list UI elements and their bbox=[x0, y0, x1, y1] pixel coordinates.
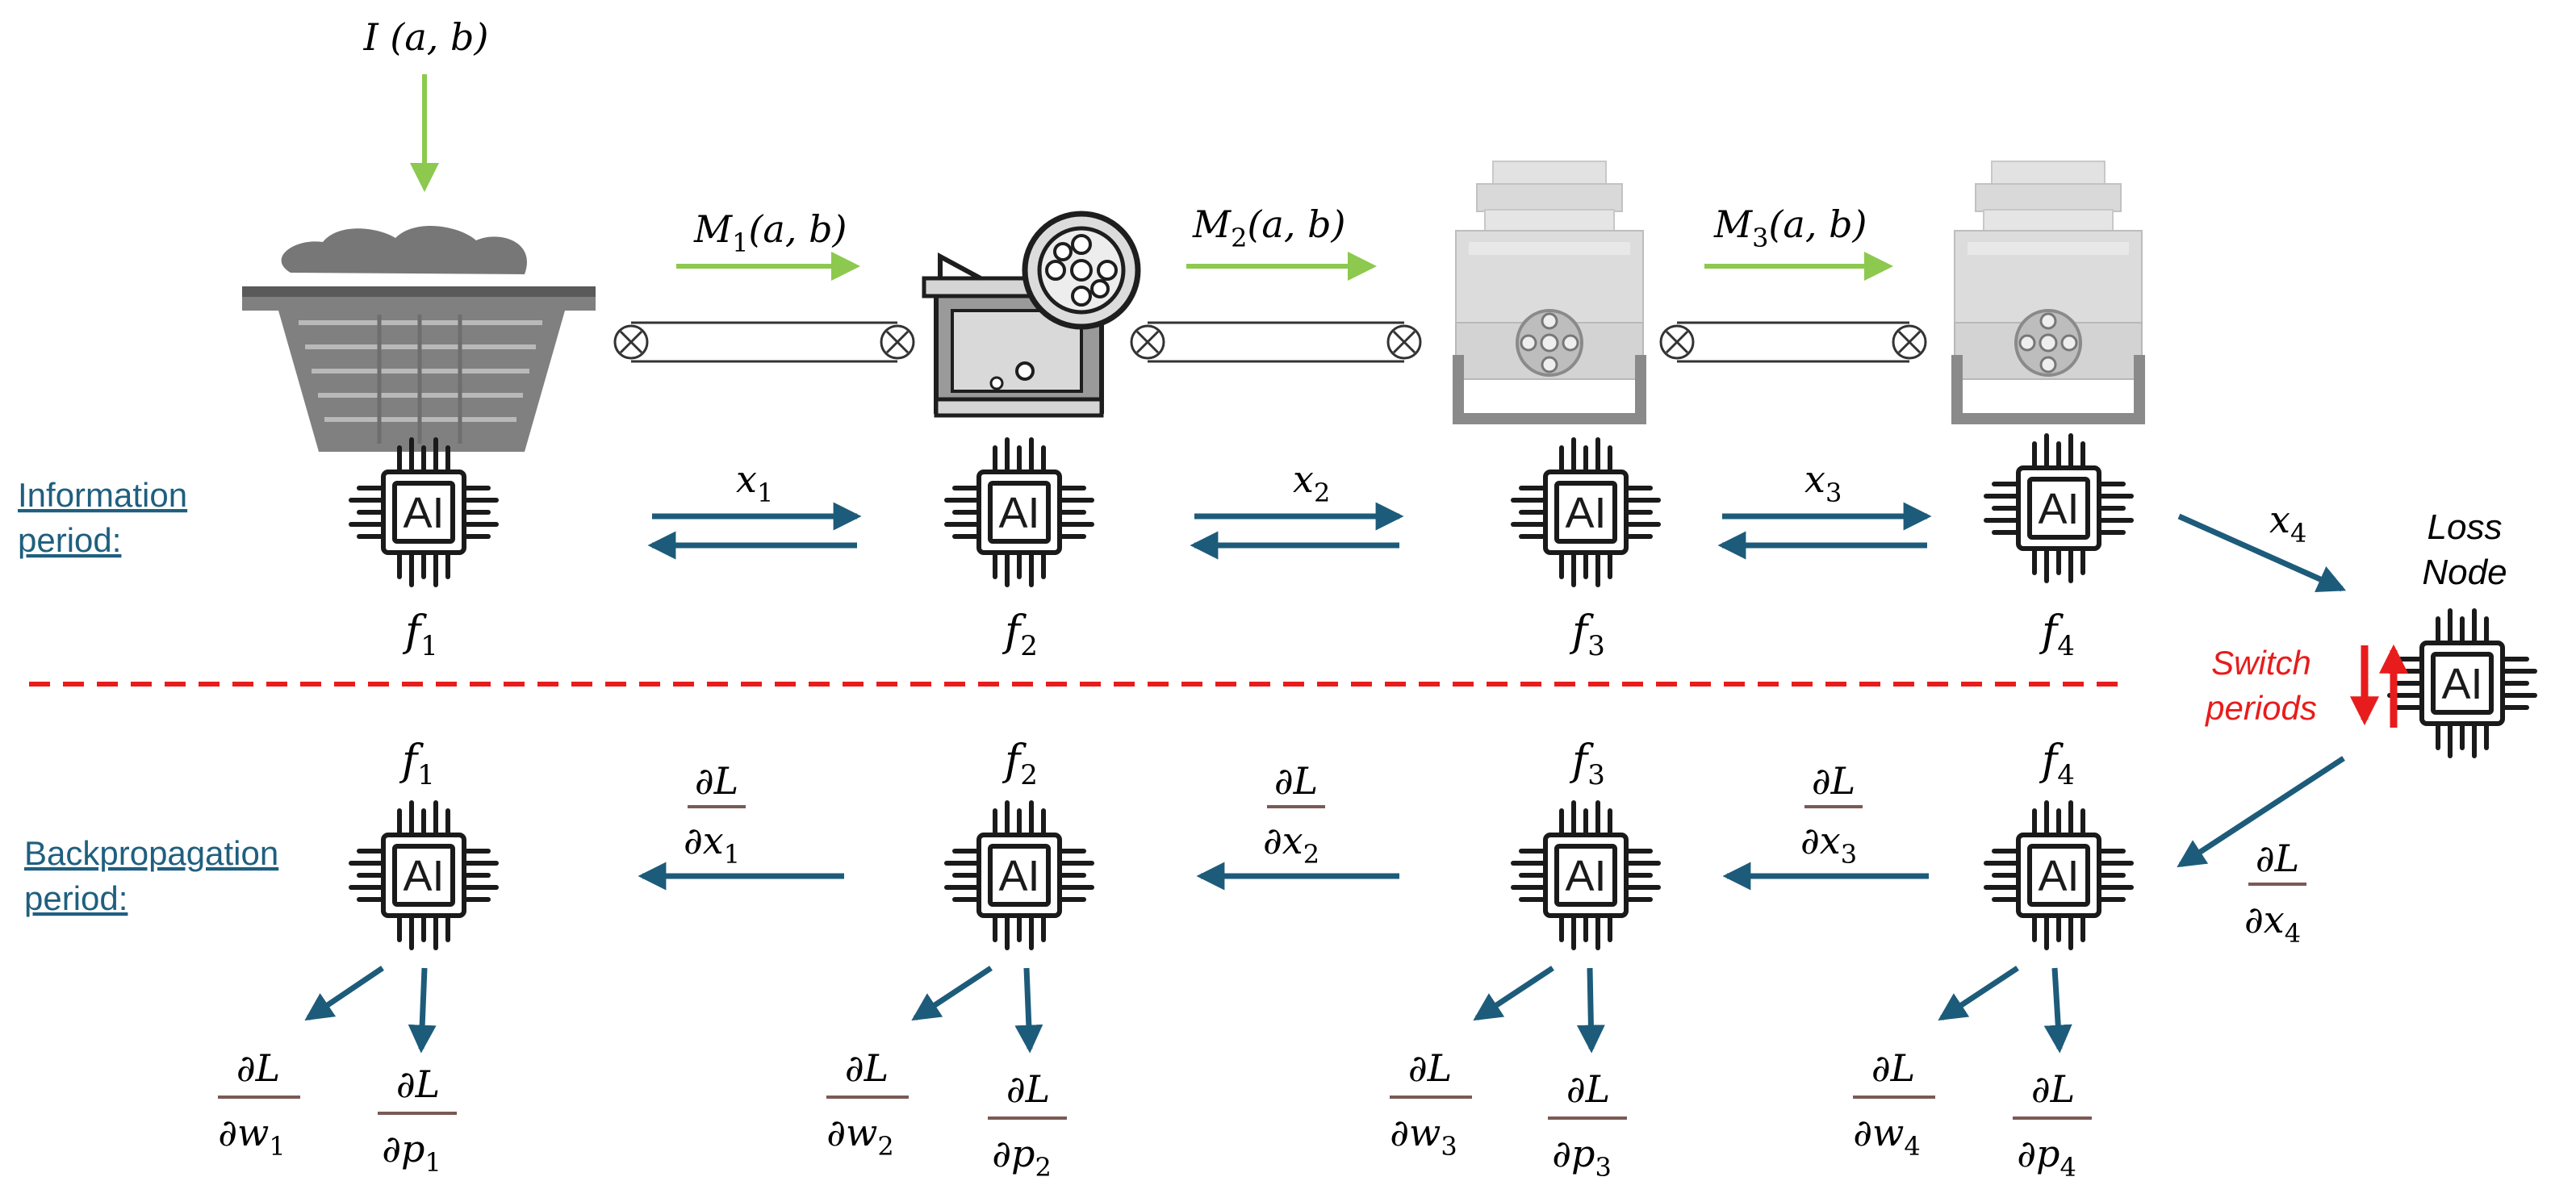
svg-text:∂w3: ∂w3 bbox=[1390, 1111, 1457, 1162]
conveyor-belt-2 bbox=[1130, 321, 1422, 363]
info-function-2: f2 bbox=[1002, 607, 1038, 662]
back-gradient-4: ∂L ∂x4 bbox=[2177, 756, 2345, 949]
loss-node-label: Loss Node bbox=[2422, 507, 2507, 592]
svg-text:∂p4: ∂p4 bbox=[2017, 1132, 2076, 1183]
svg-text:periods: periods bbox=[2204, 689, 2317, 727]
information-period-label: Information period: bbox=[18, 476, 187, 559]
svg-text:∂L: ∂L bbox=[396, 1062, 440, 1106]
svg-text:M1(a, b): M1(a, b) bbox=[693, 207, 847, 258]
svg-text:M2(a, b): M2(a, b) bbox=[1192, 202, 1345, 253]
back-gradient-3: ∂L ∂x3 bbox=[1722, 759, 1929, 891]
svg-text:∂L: ∂L bbox=[2031, 1067, 2075, 1111]
local-gradients-1: ∂L ∂w1 ∂L ∂p1 bbox=[218, 966, 457, 1178]
back-function-1: f1 bbox=[399, 737, 435, 791]
svg-text:period:: period: bbox=[18, 521, 121, 559]
svg-text:AI: AI bbox=[998, 489, 1039, 537]
info-function-4: f4 bbox=[2039, 607, 2075, 662]
svg-text:AI: AI bbox=[2038, 852, 2079, 900]
ai-chip-icon-loss-node: AI bbox=[2390, 611, 2535, 756]
svg-text:AI: AI bbox=[403, 489, 444, 537]
svg-text:∂L: ∂L bbox=[1408, 1046, 1452, 1090]
svg-text:AI: AI bbox=[1565, 489, 1606, 537]
svg-text:period:: period: bbox=[24, 879, 128, 917]
svg-text:∂w2: ∂w2 bbox=[826, 1111, 894, 1162]
svg-text:∂L: ∂L bbox=[2256, 837, 2299, 880]
svg-text:x2: x2 bbox=[1293, 457, 1330, 508]
svg-text:∂L: ∂L bbox=[1812, 759, 1855, 803]
svg-text:Loss: Loss bbox=[2428, 507, 2503, 547]
svg-text:Node: Node bbox=[2422, 553, 2507, 592]
svg-text:∂x4: ∂x4 bbox=[2244, 898, 2301, 949]
svg-text:AI: AI bbox=[403, 852, 444, 900]
ai-chip-icon-info-3: AI bbox=[1513, 440, 1658, 585]
back-function-3: f3 bbox=[1569, 737, 1605, 791]
svg-text:∂p1: ∂p1 bbox=[382, 1127, 441, 1178]
backpropagation-period-label: Backpropagation period: bbox=[24, 834, 278, 917]
back-gradient-1: ∂L ∂x1 bbox=[638, 759, 844, 891]
svg-text:∂L: ∂L bbox=[236, 1046, 280, 1090]
ai-chip-icon-back-3: AI bbox=[1513, 803, 1658, 948]
svg-text:∂x2: ∂x2 bbox=[1263, 819, 1319, 870]
ai-chip-icon-info-2: AI bbox=[947, 440, 1092, 585]
svg-text:∂x1: ∂x1 bbox=[684, 819, 740, 870]
svg-text:Switch: Switch bbox=[2211, 644, 2311, 682]
info-function-1: f1 bbox=[402, 607, 438, 662]
material-flow-2: M2(a, b) bbox=[1186, 202, 1377, 281]
switch-arrows-icon bbox=[2350, 644, 2408, 728]
svg-text:∂L: ∂L bbox=[695, 759, 738, 803]
svg-text:AI: AI bbox=[1565, 852, 1606, 900]
svg-text:x3: x3 bbox=[1804, 457, 1842, 508]
info-function-3: f3 bbox=[1569, 607, 1605, 662]
ai-chip-icon-back-2: AI bbox=[947, 803, 1092, 948]
svg-text:∂L: ∂L bbox=[845, 1046, 889, 1090]
local-gradients-3: ∂L ∂w3 ∂L ∂p3 bbox=[1390, 966, 1627, 1183]
local-gradients-4: ∂L ∂w4 ∂L ∂p4 bbox=[1853, 966, 2092, 1183]
svg-text:∂p3: ∂p3 bbox=[1552, 1132, 1612, 1183]
svg-text:∂L: ∂L bbox=[1566, 1067, 1610, 1111]
back-gradient-2: ∂L ∂x2 bbox=[1196, 759, 1399, 891]
svg-text:Backpropagation: Backpropagation bbox=[24, 834, 278, 872]
svg-text:∂w4: ∂w4 bbox=[1853, 1111, 1921, 1162]
svg-text:∂w1: ∂w1 bbox=[218, 1111, 286, 1162]
svg-text:∂L: ∂L bbox=[1006, 1067, 1050, 1111]
jaw-crusher-icon bbox=[922, 211, 1141, 418]
svg-text:AI: AI bbox=[2441, 660, 2482, 708]
hopper-bin-icon bbox=[242, 226, 596, 452]
back-function-4: f4 bbox=[2039, 737, 2075, 791]
svg-text:∂p2: ∂p2 bbox=[992, 1132, 1052, 1183]
back-function-2: f2 bbox=[1002, 737, 1038, 791]
info-signal-3: x3 bbox=[1717, 457, 1932, 560]
svg-text:M3(a, b): M3(a, b) bbox=[1713, 202, 1867, 253]
info-signal-4: x4 bbox=[2177, 498, 2347, 593]
ai-chip-icon-back-1: AI bbox=[351, 803, 496, 948]
info-signal-2: x2 bbox=[1190, 457, 1404, 560]
svg-text:x4: x4 bbox=[2269, 498, 2306, 549]
ai-chip-icon-info-4: AI bbox=[1986, 436, 2131, 581]
svg-text:∂L: ∂L bbox=[1274, 759, 1318, 803]
svg-text:∂x3: ∂x3 bbox=[1800, 819, 1857, 870]
conveyor-belt-1 bbox=[613, 321, 915, 363]
conveyor-belt-3 bbox=[1659, 321, 1927, 363]
cone-crusher-icon-3 bbox=[1451, 160, 1648, 426]
switch-periods-label: Switch periods bbox=[2204, 644, 2317, 727]
input-label: I (a, b) bbox=[363, 15, 489, 59]
svg-text:x1: x1 bbox=[736, 457, 773, 508]
material-flow-3: M3(a, b) bbox=[1704, 202, 1893, 281]
svg-text:AI: AI bbox=[2038, 485, 2079, 533]
info-signal-1: x1 bbox=[647, 457, 862, 560]
svg-text:∂L: ∂L bbox=[1871, 1046, 1915, 1090]
local-gradients-2: ∂L ∂w2 ∂L ∂p2 bbox=[826, 966, 1067, 1183]
cone-crusher-icon-4 bbox=[1950, 160, 2147, 426]
svg-text:Information: Information bbox=[18, 476, 187, 514]
svg-text:AI: AI bbox=[998, 852, 1039, 900]
ai-chip-icon-back-4: AI bbox=[1986, 803, 2131, 948]
ai-chip-icon-info-1: AI bbox=[351, 440, 496, 585]
material-flow-1: M1(a, b) bbox=[676, 207, 860, 281]
